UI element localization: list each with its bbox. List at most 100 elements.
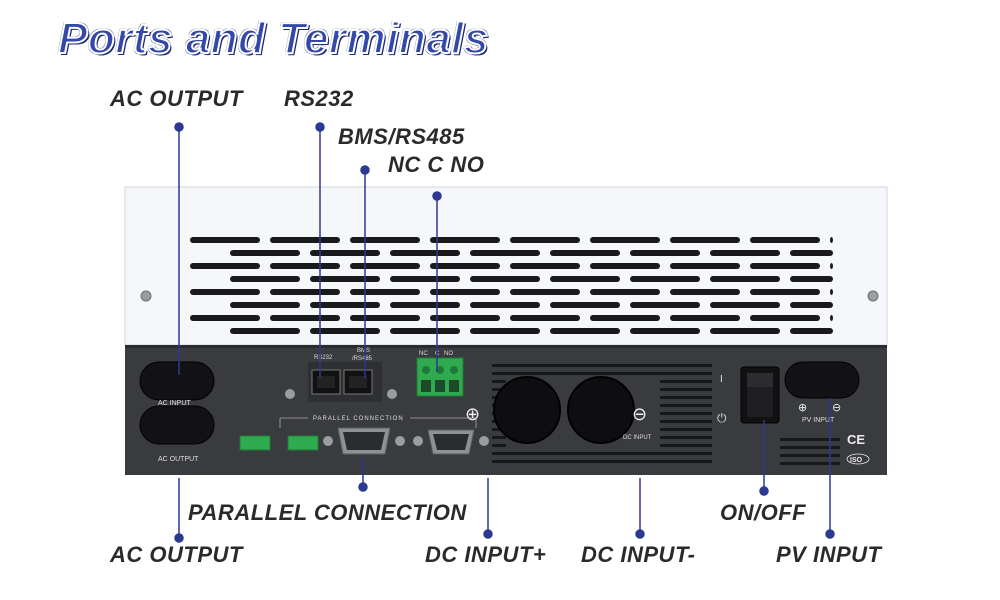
panel-label-parallel: PARALLEL CONNECTION (313, 416, 404, 422)
vent-slot (630, 328, 700, 334)
vent-slot (660, 404, 712, 407)
vent-slot (350, 237, 420, 243)
vent-slot (660, 436, 712, 439)
vent-slot (190, 289, 260, 295)
vent-slot (660, 428, 712, 431)
callout-pv-input: PV INPUT (776, 542, 882, 567)
panel-symbol-pv-minus: ⊖ (832, 401, 841, 414)
callout-rs232: RS232 (284, 86, 354, 111)
vent-slot (390, 328, 460, 334)
vent-slot (710, 250, 780, 256)
vent-slot (660, 380, 712, 383)
callout-dot (315, 122, 325, 132)
callout-parallel-connection: PARALLEL CONNECTION (188, 500, 467, 525)
panel-label-bms-1: BMS (357, 348, 370, 354)
vent-slot (590, 315, 660, 321)
vent-slot (660, 420, 712, 423)
vent-slot (830, 315, 833, 321)
vent-slot (660, 396, 712, 399)
vent-slot (660, 388, 712, 391)
vent-slot (492, 428, 506, 431)
vent-slot (510, 315, 580, 321)
vent-slot (492, 452, 712, 455)
ac-input-port (139, 361, 215, 401)
vent-slot (350, 315, 420, 321)
vent-slot (230, 250, 300, 256)
vent-slot (270, 315, 340, 321)
vent-slot (492, 444, 506, 447)
vent-slot (790, 302, 833, 308)
callout-dot (825, 529, 835, 539)
vent-slot (590, 263, 660, 269)
vent-slot (510, 263, 580, 269)
callout-ac-output-top: AC OUTPUT (110, 86, 243, 111)
vent-slot (790, 250, 833, 256)
vent-slot (470, 250, 540, 256)
callout-dot (635, 529, 645, 539)
vent-slot (790, 276, 833, 282)
callout-lines (174, 122, 835, 543)
callout-dot (483, 529, 493, 539)
vent-slot (270, 263, 340, 269)
vent-slot (550, 302, 620, 308)
vent-slot (230, 302, 300, 308)
callout-dot (174, 122, 184, 132)
vent-slot (510, 237, 580, 243)
callout-dot (360, 165, 370, 175)
vent-slot (780, 446, 840, 449)
vent-slot (630, 276, 700, 282)
panel-label-nc: NC (419, 351, 428, 357)
callout-dc-input-plus: DC INPUT+ (425, 542, 547, 567)
vent-slot (190, 237, 260, 243)
vent-slot (470, 302, 540, 308)
vent-slot (660, 412, 712, 415)
iso-mark: ISO (850, 457, 863, 464)
parallel-terminal-1 (239, 435, 271, 451)
power-icon: ⏻ (717, 411, 727, 425)
vent-slot (780, 438, 840, 441)
page-title: Ports and Terminals (57, 13, 489, 64)
vent-slot (310, 302, 380, 308)
callout-dot (174, 533, 184, 543)
vent-slot (830, 237, 833, 243)
callout-dc-input-minus: DC INPUT- (581, 542, 696, 567)
vent-slot (780, 462, 840, 465)
callout-nc-c-no: NC C NO (388, 152, 485, 177)
vent-slot (350, 263, 420, 269)
panel-label-ac-input: AC INPUT (158, 400, 191, 407)
panel-symbol-pv-plus: ⊕ (798, 401, 807, 414)
vent-slot (350, 289, 420, 295)
housing-screw-left (140, 290, 152, 302)
vent-slot (670, 237, 740, 243)
vent-slot (190, 315, 260, 321)
vent-slot (750, 263, 820, 269)
panel-symbol-dc-plus: ⊕ (465, 404, 480, 425)
vent-slot (550, 328, 620, 334)
panel-label-pv-input: PV INPUT (802, 417, 835, 424)
vent-slot (492, 380, 506, 383)
vent-slot (630, 250, 700, 256)
vent-slot (470, 328, 540, 334)
vent-slot (670, 263, 740, 269)
vent-slot (710, 302, 780, 308)
vent-slot (750, 237, 820, 243)
panel-symbol-dc-minus: ⊖ (632, 404, 647, 425)
vent-slot (270, 237, 340, 243)
vent-slot (492, 364, 712, 367)
vent-slot (750, 289, 820, 295)
ac-output-port (139, 405, 215, 445)
panel-label-bms-2: /RS485 (352, 356, 373, 362)
housing-screw-right (867, 290, 879, 302)
vent-slot (510, 289, 580, 295)
vent-slot (492, 372, 712, 375)
vent-slot (430, 237, 500, 243)
dc-input-plus-port (493, 376, 561, 444)
vent-slot (590, 289, 660, 295)
panel-label-no: NO (444, 351, 453, 357)
vent-slot (670, 315, 740, 321)
dc-input-minus-port (567, 376, 635, 444)
vent-slot (430, 289, 500, 295)
vent-slots (190, 237, 833, 334)
